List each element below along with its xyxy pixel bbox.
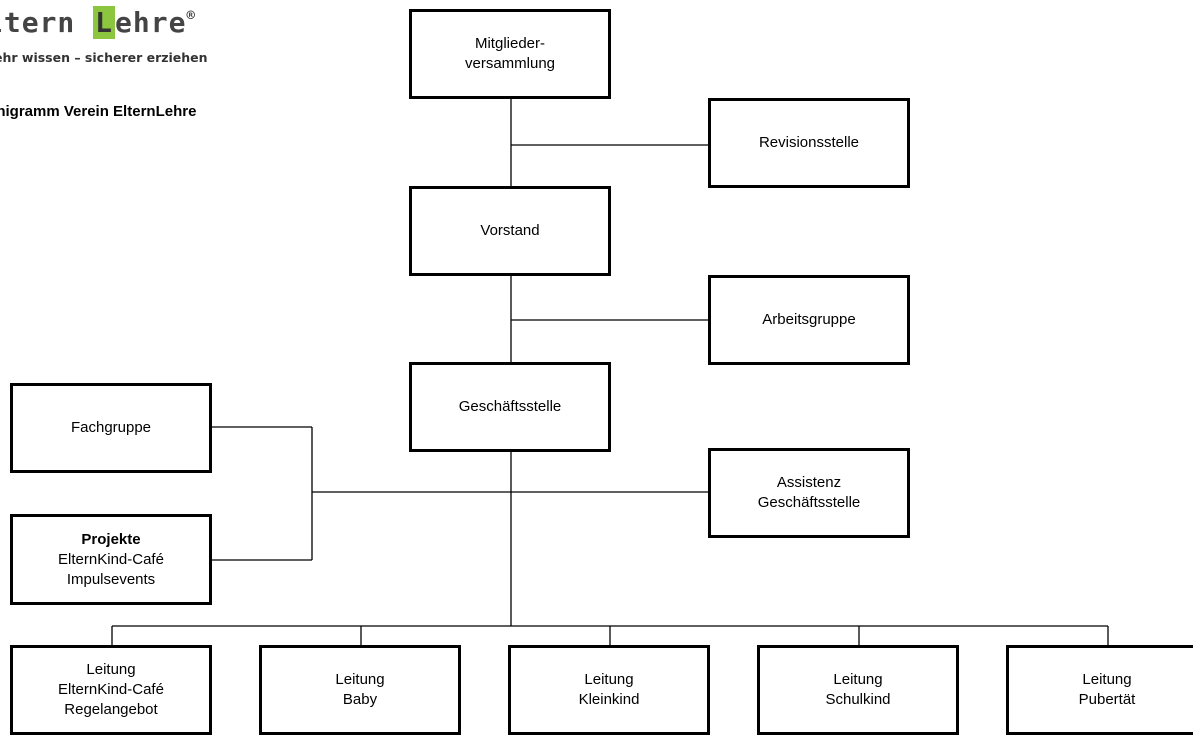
node-label: Fachgruppe bbox=[70, 419, 152, 436]
node-label: Arbeitsgruppe bbox=[762, 311, 856, 328]
node-label: ElternKind-Café bbox=[58, 550, 164, 568]
node-assistenz-geschaeftsstelle: Assistenz Geschäftsstelle bbox=[708, 448, 910, 538]
node-label: Vorstand bbox=[480, 222, 540, 239]
node-label: Geschäftsstelle bbox=[458, 398, 562, 415]
node-leitung-baby: Leitung Baby bbox=[259, 645, 461, 735]
node-label: Schulkind bbox=[825, 691, 891, 708]
node-label: Impulsevents bbox=[66, 570, 156, 588]
node-label: Projekte bbox=[81, 530, 141, 548]
node-vorstand: Vorstand bbox=[409, 186, 611, 276]
node-label: Revisionsstelle bbox=[758, 134, 860, 151]
node-label: Leitung bbox=[833, 671, 883, 688]
node-label: Assistenz bbox=[776, 474, 842, 491]
node-fachgruppe: Fachgruppe bbox=[10, 383, 212, 473]
node-leitung-schulkind: Leitung Schulkind bbox=[757, 645, 959, 735]
node-label: Mitglieder- bbox=[474, 35, 546, 52]
node-label: Pubertät bbox=[1078, 691, 1136, 708]
node-label: Leitung bbox=[335, 671, 385, 688]
node-geschaeftsstelle: Geschäftsstelle bbox=[409, 362, 611, 452]
node-label: versammlung bbox=[464, 55, 556, 72]
node-label: Leitung bbox=[584, 671, 634, 688]
node-label: Leitung bbox=[86, 661, 136, 678]
node-label: Geschäftsstelle bbox=[757, 494, 861, 511]
page-title: anigramm Verein ElternLehre bbox=[0, 103, 197, 120]
node-label: Leitung bbox=[1082, 671, 1132, 688]
node-leitung-pubertaet: Leitung Pubertät bbox=[1006, 645, 1193, 735]
node-label: Regelangebot bbox=[64, 701, 158, 718]
node-revisionsstelle: Revisionsstelle bbox=[708, 98, 910, 188]
logo: ltern Lehre® bbox=[0, 6, 196, 39]
node-leitung-kleinkind: Leitung Kleinkind bbox=[508, 645, 710, 735]
node-label: ElternKind-Café bbox=[58, 681, 164, 698]
node-label: Kleinkind bbox=[578, 691, 640, 708]
logo-tagline: ehr wissen – sicherer erziehen bbox=[0, 50, 208, 65]
node-leitung-elternkind-cafe: Leitung ElternKind-Café Regelangebot bbox=[10, 645, 212, 735]
node-label: Baby bbox=[342, 691, 378, 708]
node-mitgliederversammlung: Mitglieder- versammlung bbox=[409, 9, 611, 99]
node-arbeitsgruppe: Arbeitsgruppe bbox=[708, 275, 910, 365]
node-projekte: Projekte ElternKind-Café Impulsevents bbox=[10, 514, 212, 605]
